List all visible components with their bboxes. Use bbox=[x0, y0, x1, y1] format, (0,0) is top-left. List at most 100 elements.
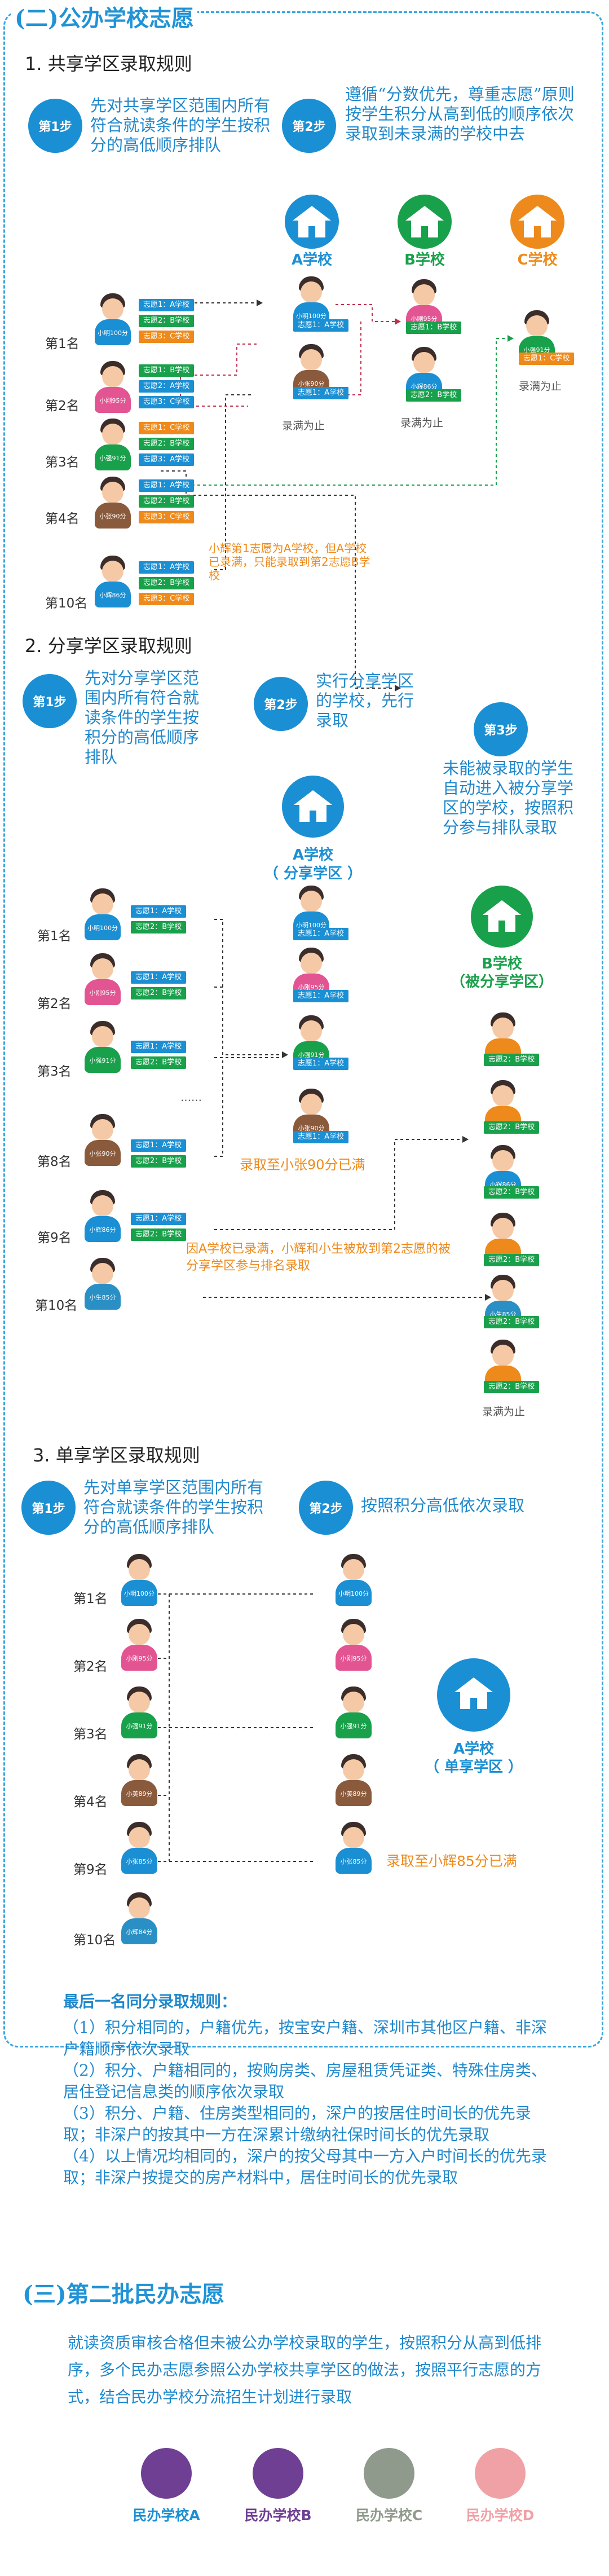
s1-student-2: 小刚95分 bbox=[95, 361, 131, 413]
private-school-b-icon bbox=[253, 2448, 303, 2499]
tie-break-rules: 最后一名同分录取规则： （1）积分相同的，户籍优先，按宝安户籍、深圳市其他区户籍… bbox=[63, 1991, 559, 2189]
s2-full-b: 录满为止 bbox=[482, 1406, 526, 1418]
s3-rank-1: 第1名 bbox=[73, 1592, 108, 1606]
rule-item-1: （1）积分相同的，户籍优先，按宝安户籍、深圳市其他区户籍、非深户籍顺序依次录取 bbox=[63, 2018, 547, 2058]
s2-rank-1: 第1名 bbox=[37, 929, 72, 944]
s2-choice: 志愿2：B学校 bbox=[131, 987, 187, 999]
s1-choice: 志愿3：A学校 bbox=[139, 453, 195, 466]
s2-choice: 志愿2：B学校 bbox=[131, 1056, 187, 1069]
school-b-name: B学校 bbox=[404, 252, 445, 268]
s2-rank-8: 第8名 bbox=[37, 1155, 72, 1169]
s3-rank-3: 第3名 bbox=[73, 1727, 108, 1742]
s1-student-3: 小强91分 bbox=[95, 419, 131, 470]
s2-school-a-name: A学校 bbox=[292, 847, 334, 864]
s1-choice: 志愿2：B学校 bbox=[139, 438, 195, 450]
s2-choice: 志愿1：A学校 bbox=[131, 905, 187, 918]
private-school-b-name: 民办学校B bbox=[244, 2507, 312, 2524]
s1-step2-badge: 第2步 bbox=[282, 99, 336, 153]
s2-rank-3: 第3名 bbox=[37, 1064, 72, 1079]
section-frame bbox=[3, 11, 603, 2047]
rule-item-2: （2）积分、户籍相同的，按购房类、房屋租赁凭证类、特殊住房类、居住登记信息类的顺… bbox=[63, 2061, 547, 2101]
s2-choice: 志愿2：B学校 bbox=[131, 1155, 187, 1168]
s2-choice: 志愿1：A学校 bbox=[131, 971, 187, 984]
s2-choice: 志愿2：B学校 bbox=[131, 921, 187, 933]
s1-rank-1: 第1名 bbox=[45, 337, 80, 351]
s2-choice: 志愿1：A学校 bbox=[131, 1213, 187, 1225]
s2-admit-tag: 志愿2：B学校 bbox=[484, 1316, 540, 1328]
private-school-c-icon bbox=[364, 2448, 414, 2499]
s3-admit-3: 小强91分 bbox=[336, 1686, 372, 1738]
s3-step2-badge: 第2步 bbox=[299, 1481, 353, 1535]
private-school-d-icon bbox=[475, 2448, 526, 2499]
s3-heading: 3. 单享学区录取规则 bbox=[33, 1445, 200, 1466]
s3-note: 录取至小辉85分已满 bbox=[386, 1853, 517, 1869]
s2-step3-text: 未能被录取的学生自动进入被分享学区的学校，按照积分参与排队录取 bbox=[443, 759, 574, 837]
s1-choice: 志愿3：C学校 bbox=[139, 396, 195, 408]
s2-choice: 志愿2：B学校 bbox=[131, 1228, 187, 1241]
s1-admit-tag: 志愿1：A学校 bbox=[293, 319, 349, 332]
s1-note: 小辉第1志愿为A学校，但A学校已录满，只能录取到第2志愿B学校 bbox=[209, 541, 370, 582]
s1-choice: 志愿2：B学校 bbox=[139, 495, 195, 508]
s1-student-10: 小辉86分 bbox=[95, 556, 131, 607]
s3-rank-9: 第9名 bbox=[73, 1862, 108, 1877]
s1-choice: 志愿1：A学校 bbox=[139, 479, 195, 492]
s2-student-1: 小明100分 bbox=[85, 888, 121, 940]
s2-school-b-icon bbox=[471, 886, 533, 948]
s2-student-3: 小强91分 bbox=[85, 1021, 121, 1073]
s1-choice: 志愿1：C学校 bbox=[139, 422, 195, 434]
s1-admit-tag: 志愿1：B学校 bbox=[406, 322, 462, 334]
s3-admit-4: 小美89分 bbox=[336, 1754, 372, 1806]
s2-admit-tag: 志愿1：A学校 bbox=[293, 1058, 349, 1070]
school-c-icon bbox=[510, 195, 564, 249]
section2-title: (二)公办学校志愿 bbox=[11, 0, 197, 33]
s1-admit-tag: 志愿1：A学校 bbox=[293, 387, 349, 399]
s3-step2-text: 按照积分高低依次录取 bbox=[361, 1496, 525, 1515]
s1-rank-10: 第10名 bbox=[45, 596, 88, 611]
s1-student-4: 小张90分 bbox=[95, 477, 131, 529]
s3-student-10: 小辉84分 bbox=[121, 1892, 157, 1944]
s1-choice: 志愿1：A学校 bbox=[139, 561, 195, 574]
s3-student-4: 小美89分 bbox=[121, 1754, 157, 1806]
s2-admit-tag: 志愿2：B学校 bbox=[484, 1254, 540, 1266]
s2-admit-tag: 志愿1：A学校 bbox=[293, 1131, 349, 1143]
s2-heading: 2. 分享学区录取规则 bbox=[25, 635, 192, 657]
s2-student-2: 小刚95分 bbox=[85, 953, 121, 1005]
s1-full-a: 录满为止 bbox=[282, 420, 325, 432]
s1-choice: 志愿3：C学校 bbox=[139, 331, 195, 343]
s3-student-9: 小张85分 bbox=[121, 1822, 157, 1874]
s1-choice: 志愿1：B学校 bbox=[139, 364, 195, 377]
s2-school-b-name: B学校 bbox=[482, 955, 522, 972]
s2-school-a-sub: （ 分享学区 ） bbox=[263, 865, 363, 882]
s3-student-2: 小刚95分 bbox=[121, 1619, 157, 1671]
private-school-a-icon bbox=[141, 2448, 192, 2499]
rule-item-3: （3）积分、户籍、住房类型相同的，深户的按居住时间长的优先录取；非深户的按其中一… bbox=[63, 2104, 531, 2144]
rules-heading: 最后一名同分录取规则： bbox=[63, 1992, 237, 2011]
s1-rank-4: 第4名 bbox=[45, 512, 80, 526]
s2-rank-10: 第10名 bbox=[35, 1298, 78, 1313]
s2-admit-tag: 志愿1：A学校 bbox=[293, 990, 349, 1002]
s3-student-3: 小强91分 bbox=[121, 1686, 157, 1738]
s3-admit-2: 小刚95分 bbox=[336, 1619, 372, 1671]
s2-admit-tag: 志愿1：A学校 bbox=[293, 928, 349, 940]
s1-choice: 志愿1：A学校 bbox=[139, 299, 195, 311]
s2-admit-tag: 志愿2：B学校 bbox=[484, 1186, 540, 1199]
s2-choice: 志愿1：A学校 bbox=[131, 1041, 187, 1053]
s1-choice: 志愿2：A学校 bbox=[139, 380, 195, 393]
s2-admit-tag: 志愿2：B学校 bbox=[484, 1054, 540, 1066]
s2-note-b: 因A学校已录满，小辉和小生被放到第2志愿的被分享学区参与排名录取 bbox=[186, 1242, 451, 1273]
s1-rank-3: 第3名 bbox=[45, 455, 80, 470]
s1-admit-tag: 志愿2：B学校 bbox=[406, 389, 462, 402]
section3-title: (三)第二批民办志愿 bbox=[23, 2281, 224, 2308]
s1-choice: 志愿2：B学校 bbox=[139, 315, 195, 327]
s3-rank-10: 第10名 bbox=[73, 1933, 116, 1948]
s2-admit-tag: 志愿2：B学校 bbox=[484, 1381, 540, 1393]
s3-admit-1: 小明100分 bbox=[336, 1554, 372, 1606]
s2-school-a-icon bbox=[282, 776, 344, 838]
school-a-name: A学校 bbox=[291, 252, 333, 268]
s1-step1-badge: 第1步 bbox=[28, 99, 82, 153]
s2-choice: 志愿1：A学校 bbox=[131, 1139, 187, 1152]
s1-choice: 志愿3：C学校 bbox=[139, 593, 195, 605]
s2-dots: …… bbox=[180, 1091, 202, 1104]
school-a-icon bbox=[285, 195, 339, 249]
private-school-d-name: 民办学校D bbox=[466, 2507, 535, 2524]
